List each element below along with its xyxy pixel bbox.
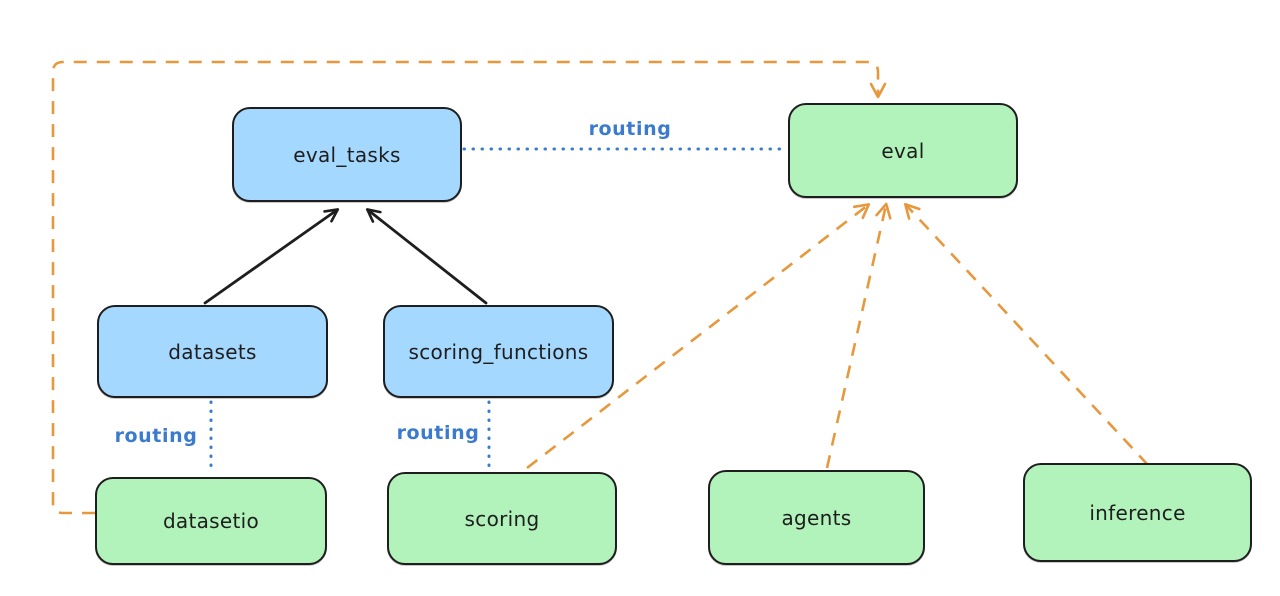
node-scoring: scoring: [387, 472, 617, 565]
node-datasets-label: datasets: [168, 339, 257, 364]
node-agents: agents: [708, 470, 925, 565]
routing-label-middle: routing: [396, 422, 480, 444]
node-datasetio-label: datasetio: [162, 509, 260, 533]
node-scoring-label: scoring: [464, 506, 540, 531]
datasets-to-eval_tasks-edge: [203, 208, 340, 305]
node-scoring-functions-label: scoring_functions: [408, 339, 589, 364]
node-scoring-functions: scoring_functions: [383, 305, 614, 398]
node-agents-label: agents: [781, 505, 852, 530]
scoring-to-eval-edge: [526, 203, 871, 470]
inference-to-eval-edge: [904, 202, 1149, 466]
node-inference: inference: [1023, 463, 1252, 562]
routing-label-top: routing: [588, 118, 672, 140]
agents-to-eval-edge: [825, 202, 892, 469]
node-eval: eval: [788, 103, 1018, 198]
node-eval-label: eval: [881, 138, 925, 163]
node-datasetio: datasetio: [95, 477, 327, 565]
scoring_functions-to-eval_tasks-edge: [365, 208, 488, 305]
datasetio-to-eval-edge: [51, 60, 887, 515]
node-eval-tasks-label: eval_tasks: [293, 142, 401, 167]
node-inference-label: inference: [1089, 500, 1186, 525]
node-eval-tasks: eval_tasks: [232, 107, 462, 202]
routing-label-left: routing: [114, 425, 198, 447]
node-datasets: datasets: [97, 305, 328, 398]
